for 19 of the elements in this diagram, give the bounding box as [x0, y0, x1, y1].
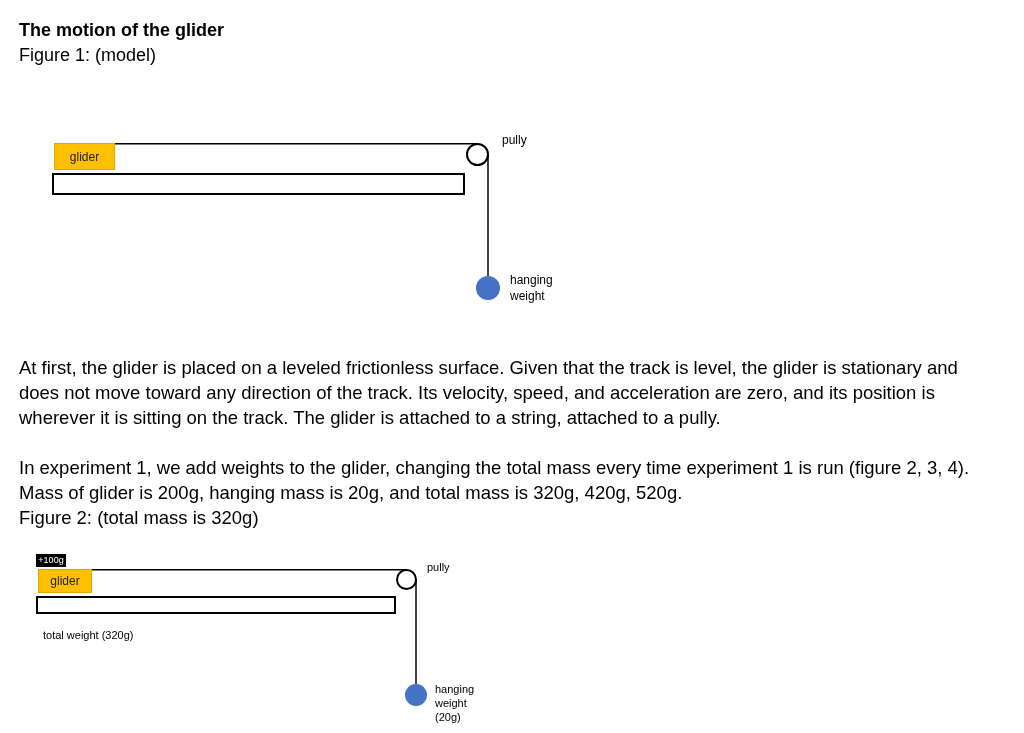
weight-note: total weight (320g): [43, 628, 135, 642]
title: The motion of the glider: [19, 19, 224, 42]
figure-caption: Figure 2: (total mass is 320g): [19, 506, 260, 530]
hanging-weight: [405, 684, 427, 706]
paragraph: At first, the glider is placed on a leveled frictionless surface. Given that the track is level, the glider is stationary and does not move toward any direction of the track. Its velocity, speed, and acceleration are zero, and its position is wherever it is sitting on the track. The glider is attached to a string, attached to a pully.: [19, 356, 959, 430]
part-label: hanging weight: [510, 272, 554, 304]
part-label: pully: [502, 132, 528, 148]
part-label: pully: [427, 560, 451, 574]
pulley-wheel: [396, 569, 417, 590]
hanging-weight: [476, 276, 500, 300]
glider-block: glider: [54, 143, 115, 170]
track-bar: [52, 173, 465, 195]
track-bar: [36, 596, 396, 614]
part-label: hanging weight (20g): [435, 682, 476, 724]
paragraph: In experiment 1, we add weights to the glider, changing the total mass every time experiment 1 is run (figure 2, 3, 4). Mass of glider is 200g, hanging mass is 20g, and total mass is 320g, 420g, 520g.: [19, 456, 971, 505]
glider-block: glider: [38, 569, 92, 593]
figure-caption: Figure 1: (model): [19, 44, 158, 67]
mass-tag: +100g: [36, 554, 66, 567]
pulley-wheel: [466, 143, 489, 166]
